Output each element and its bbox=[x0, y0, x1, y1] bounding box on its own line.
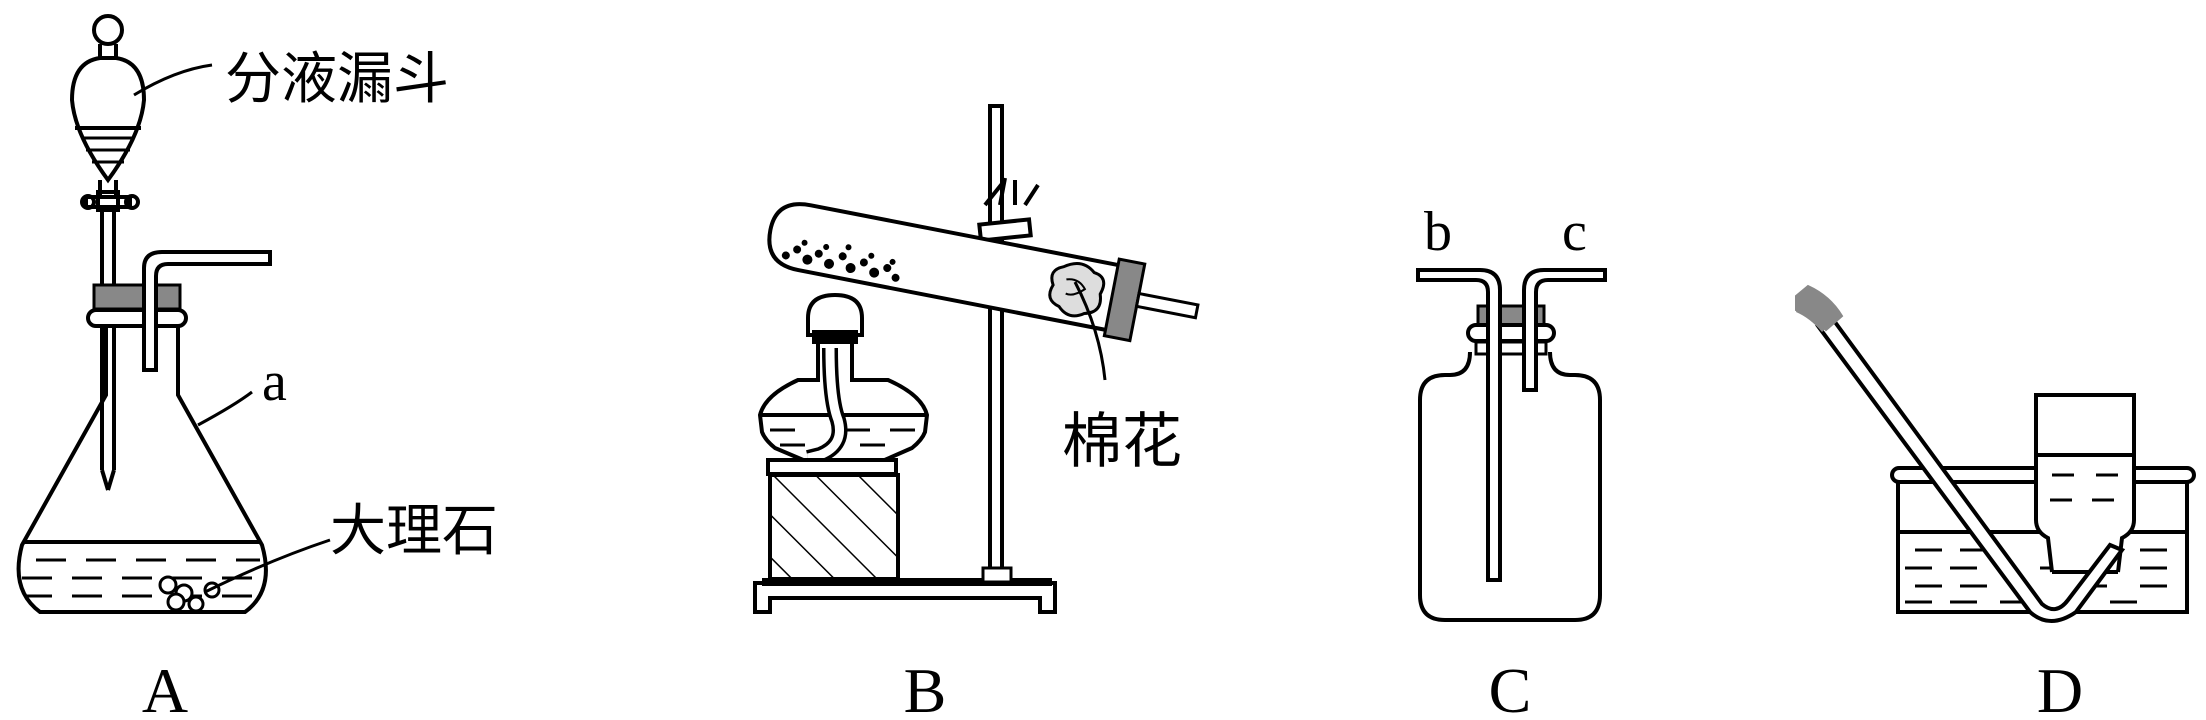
funnel-callout bbox=[133, 63, 213, 97]
cotton-label: 棉花 bbox=[1062, 407, 1182, 477]
marble-callout bbox=[204, 538, 331, 594]
apparatus-c-letter: C bbox=[1489, 655, 1532, 720]
stand-rod bbox=[988, 104, 1004, 580]
separatory-funnel bbox=[69, 14, 147, 491]
flask-a-label: a bbox=[262, 351, 287, 413]
apparatus-c: b c C bbox=[1416, 201, 1607, 720]
long-tube-b bbox=[1416, 268, 1502, 582]
rubber-stopper bbox=[92, 283, 182, 311]
apparatus-d-letter: D bbox=[2037, 655, 2083, 720]
funnel-label: 分液漏斗 bbox=[225, 47, 449, 112]
delivery-tube-d bbox=[1815, 315, 2126, 623]
inverted-gas-jar bbox=[2034, 393, 2136, 574]
alcohol-lamp bbox=[757, 292, 930, 581]
port-c-label: c bbox=[1562, 201, 1587, 263]
apparatus-d: D bbox=[1795, 284, 2196, 720]
flask-callout bbox=[197, 390, 253, 427]
apparatus-b-letter: B bbox=[904, 655, 947, 720]
cotton-wool bbox=[1048, 262, 1106, 318]
flask-collar bbox=[86, 308, 188, 328]
delivery-tube bbox=[142, 250, 272, 372]
short-tube-c bbox=[1522, 268, 1607, 392]
cotton-callout bbox=[1073, 281, 1107, 381]
apparatus-a-letter: A bbox=[142, 655, 188, 720]
apparatus-b: 棉花 B bbox=[753, 104, 1200, 720]
test-tube bbox=[767, 202, 1200, 343]
lamp-block bbox=[768, 473, 900, 581]
marble-label: 大理石 bbox=[330, 499, 498, 564]
solid-granules bbox=[781, 239, 900, 282]
port-b-label: b bbox=[1424, 201, 1452, 263]
apparatus-a: 分液漏斗 a 大理石 A bbox=[16, 14, 498, 720]
gas-washing-bottle bbox=[1418, 351, 1602, 622]
stand-base bbox=[753, 581, 1057, 614]
marble-pieces bbox=[158, 575, 221, 613]
conical-flask bbox=[16, 320, 268, 614]
